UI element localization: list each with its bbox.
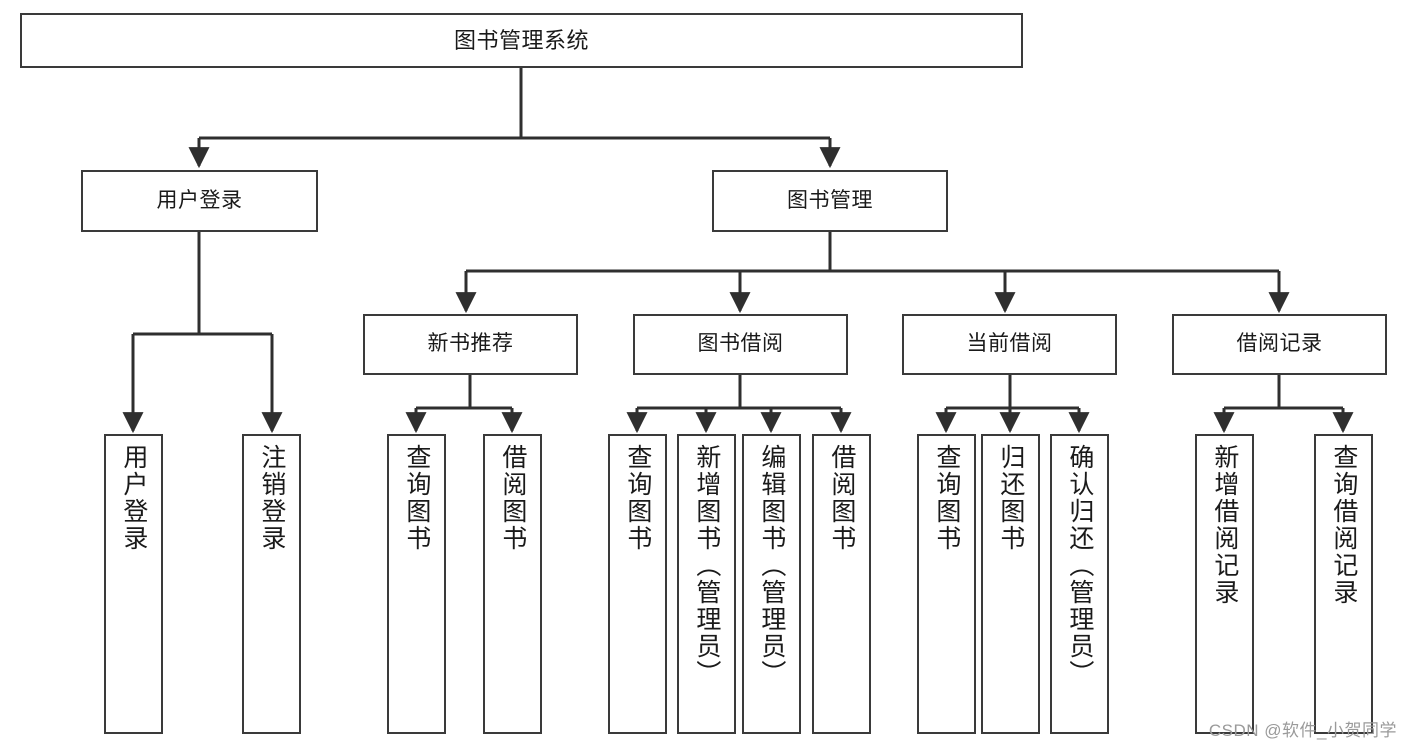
node-leaf-add-record[interactable]: 新增借阅记录 (1195, 434, 1254, 734)
node-root[interactable]: 图书管理系统 (20, 13, 1023, 68)
node-leaf-confirm-return[interactable]: 确认归还（管理员） (1050, 434, 1109, 734)
node-user-login-label: 用户登录 (156, 188, 243, 212)
node-book-borrow[interactable]: 图书借阅 (633, 314, 848, 375)
node-leaf-query-book-2[interactable]: 查询图书 (608, 434, 667, 734)
node-new-book-recommend[interactable]: 新书推荐 (363, 314, 578, 375)
node-leaf-add-book-label: 新增图书（管理员） (692, 444, 721, 687)
node-leaf-user-logout[interactable]: 注销登录 (242, 434, 301, 734)
node-leaf-user-logout-label: 注销登录 (257, 444, 286, 552)
node-leaf-edit-book-label: 编辑图书（管理员） (757, 444, 786, 687)
node-leaf-user-login-label: 用户登录 (119, 444, 148, 552)
node-leaf-query-book-1[interactable]: 查询图书 (387, 434, 446, 734)
node-leaf-return-book-label: 归还图书 (996, 444, 1025, 552)
watermark: CSDN @软件_小贺同学 (1208, 721, 1397, 740)
node-leaf-query-book-2-label: 查询图书 (623, 444, 652, 552)
node-leaf-borrow-book-1-label: 借阅图书 (498, 444, 527, 552)
node-leaf-query-record-label: 查询借阅记录 (1329, 444, 1358, 606)
node-book-borrow-label: 图书借阅 (697, 332, 784, 356)
node-book-manage-label: 图书管理 (787, 188, 873, 212)
node-borrow-record[interactable]: 借阅记录 (1172, 314, 1387, 375)
node-leaf-borrow-book-1[interactable]: 借阅图书 (483, 434, 542, 734)
node-leaf-query-book-3-label: 查询图书 (932, 444, 961, 552)
node-root-label: 图书管理系统 (453, 27, 589, 53)
node-leaf-borrow-book-2-label: 借阅图书 (827, 444, 856, 552)
node-leaf-query-book-3[interactable]: 查询图书 (917, 434, 976, 734)
node-leaf-return-book[interactable]: 归还图书 (981, 434, 1040, 734)
node-new-book-recommend-label: 新书推荐 (427, 332, 514, 356)
node-book-manage[interactable]: 图书管理 (712, 170, 948, 232)
node-leaf-edit-book[interactable]: 编辑图书（管理员） (742, 434, 801, 734)
node-current-borrow-label: 当前借阅 (966, 332, 1053, 356)
node-current-borrow[interactable]: 当前借阅 (902, 314, 1117, 375)
node-leaf-add-book[interactable]: 新增图书（管理员） (677, 434, 736, 734)
node-leaf-confirm-return-label: 确认归还（管理员） (1065, 444, 1094, 687)
node-borrow-record-label: 借阅记录 (1236, 332, 1323, 356)
node-leaf-borrow-book-2[interactable]: 借阅图书 (812, 434, 871, 734)
node-leaf-query-book-1-label: 查询图书 (402, 444, 431, 552)
node-leaf-user-login[interactable]: 用户登录 (104, 434, 163, 734)
node-leaf-query-record[interactable]: 查询借阅记录 (1314, 434, 1373, 734)
node-user-login[interactable]: 用户登录 (81, 170, 318, 232)
node-leaf-add-record-label: 新增借阅记录 (1210, 444, 1239, 606)
